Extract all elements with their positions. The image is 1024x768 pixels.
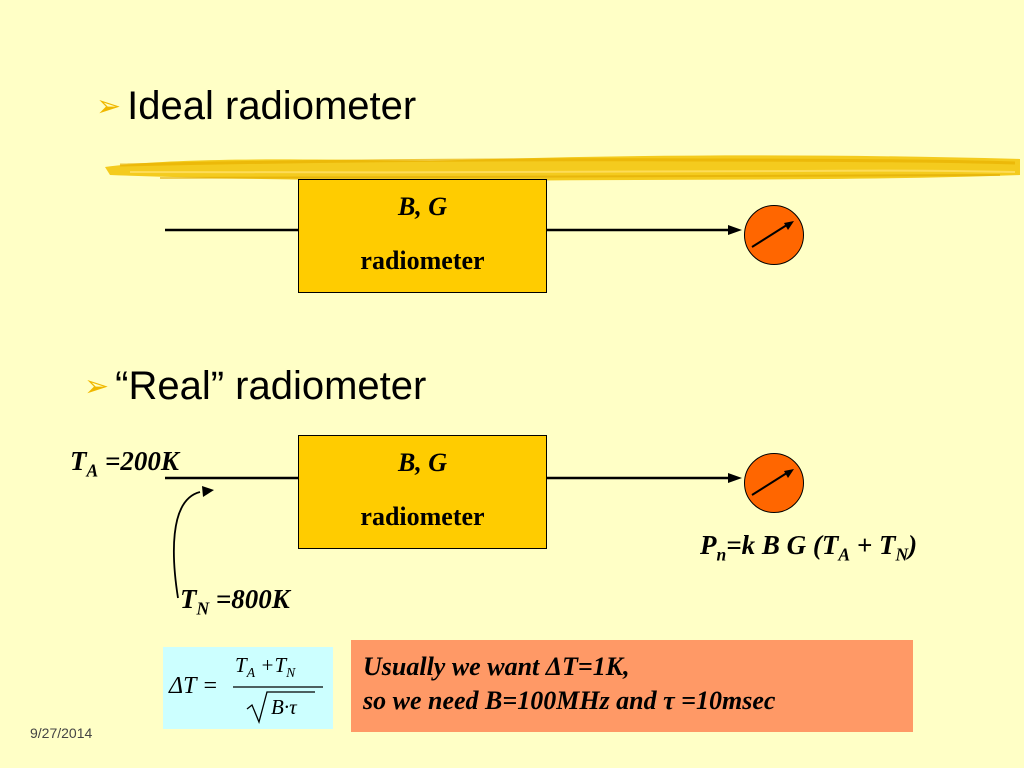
arrow-bullet-icon: ➢ [84,370,110,403]
box-label-radiometer: radiometer [360,246,485,275]
ideal-radiometer-box: B, G radiometer [298,179,547,293]
equation-lhs: ΔT = [169,673,219,699]
noise-temperature-label: TN =800K [180,584,290,619]
slide-date: 9/27/2014 [30,725,93,741]
bullet-text: “Real” radiometer [115,364,427,408]
bullet-real-radiometer: ➢ “Real” radiometer [84,364,426,409]
brush-stroke-divider [105,155,1020,181]
equation-fraction-bar [233,686,323,725]
bullet-ideal-radiometer: ➢ Ideal radiometer [96,84,416,129]
equation-denominator: B·τ [271,695,297,719]
bullet-text: Ideal radiometer [127,84,417,128]
box-label-radiometer: radiometer [360,502,485,531]
arrow-bullet-icon: ➢ [96,90,122,123]
box-label-bandwidth-gain: B, G [397,192,448,221]
output-power-formula: Pn=k B G (TA + TN) [700,530,918,565]
antenna-temperature-label: TA =200K [70,446,179,481]
note-line-2: so we need B=100MHz and τ =10msec [363,686,776,715]
box-label-bandwidth-gain: B, G [397,448,448,477]
real-radiometer-box: B, G radiometer [298,435,547,549]
requirement-note: Usually we want ΔT=1K, so we need B=100M… [351,640,913,732]
equation-numerator: TA +TN [235,653,296,681]
note-line-1: Usually we want ΔT=1K, [363,652,630,681]
radiometer-equation: ΔT = TA +TN B·τ [163,647,333,729]
real-meter-icon [744,453,804,513]
ideal-meter-icon [744,205,804,265]
